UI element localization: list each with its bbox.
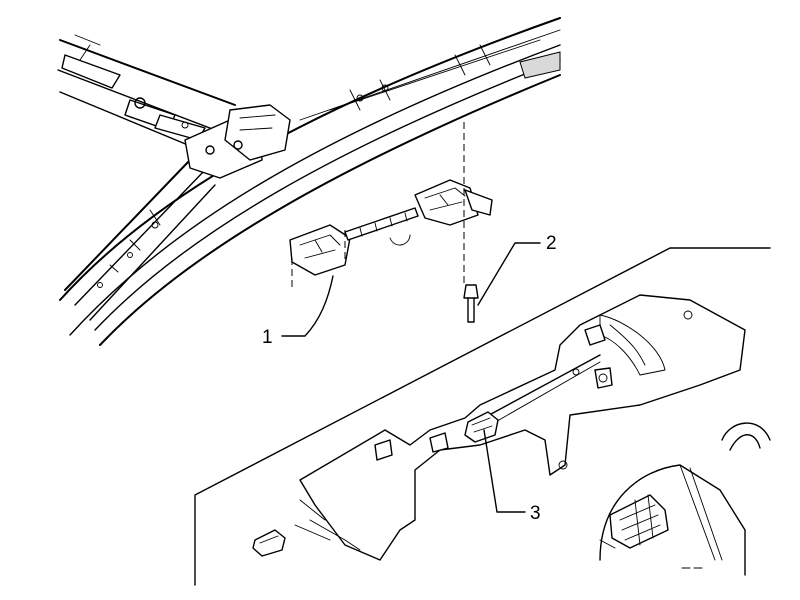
callout-label-2: 2	[546, 233, 557, 254]
callout-label-3: 3	[530, 503, 541, 524]
callout-leaders	[281, 242, 541, 513]
part-1-bracket-assembly	[289, 122, 493, 290]
inset-detail-view	[194, 247, 771, 586]
roof-frame-structure	[57, 17, 561, 346]
callout-label-1: 1	[262, 327, 273, 348]
part-2-bolt	[463, 284, 479, 323]
